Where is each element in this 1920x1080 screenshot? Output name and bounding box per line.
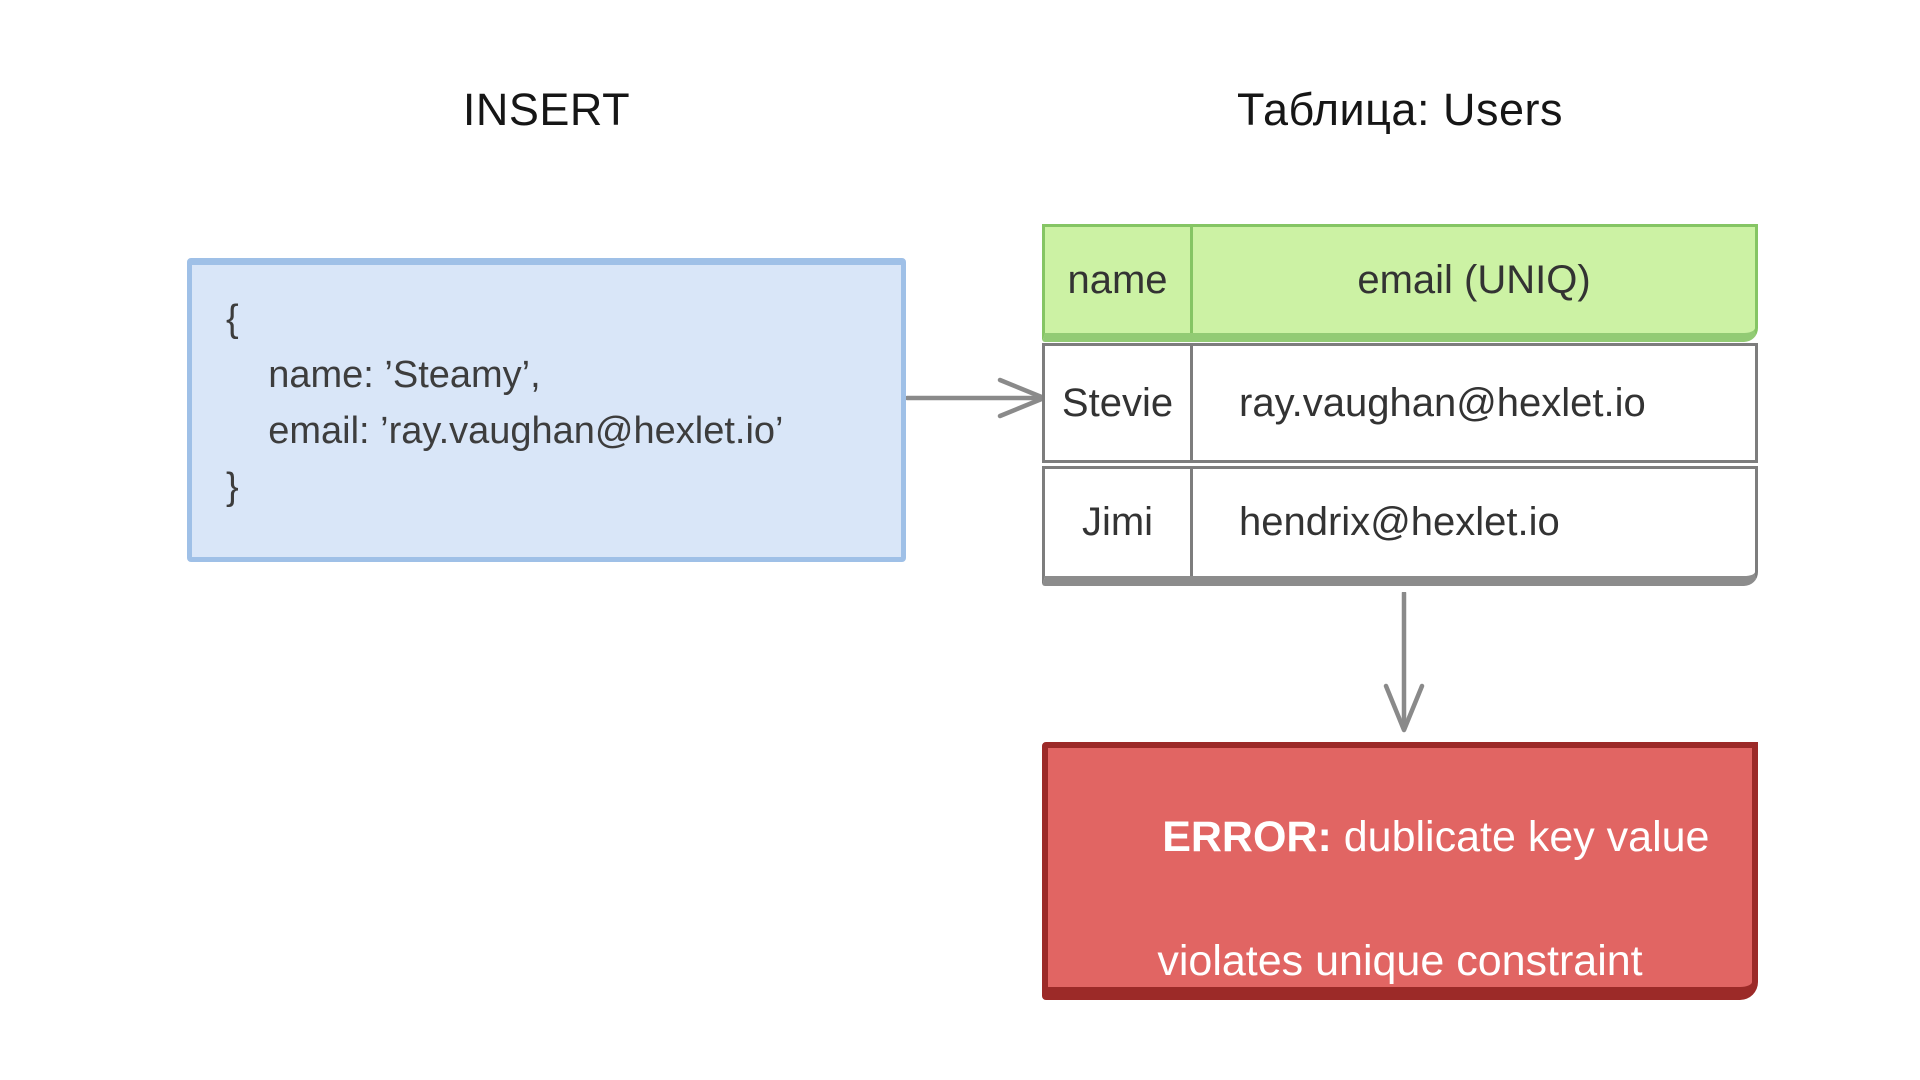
arrow-down-icon	[1383, 592, 1425, 733]
header-cell-name: name	[1045, 227, 1193, 333]
cell-name: Jimi	[1045, 469, 1193, 576]
cell-name: Stevie	[1045, 346, 1193, 460]
error-line-1-text: dublicate key value	[1331, 812, 1710, 861]
error-prefix-label: ERROR:	[1162, 812, 1332, 861]
users-table-title: Таблица: Users	[1237, 84, 1563, 135]
error-line-1: ERROR: dublicate key value	[1091, 744, 1710, 930]
error-line-2: violates unique constraint	[1157, 936, 1643, 985]
table-row: Stevie ray.vaughan@hexlet.io	[1042, 343, 1758, 463]
error-message-box: ERROR: dublicate key value violates uniq…	[1042, 742, 1758, 1000]
header-cell-email: email (UNIQ)	[1357, 257, 1591, 302]
code-line-email: email: ’ray.vaughan@hexlet.io’	[226, 410, 784, 452]
cell-email: hendrix@hexlet.io	[1239, 500, 1560, 544]
code-line-close-brace: }	[226, 466, 239, 508]
table-header-row: name email (UNIQ)	[1042, 224, 1758, 342]
arrow-right-icon	[906, 377, 1047, 419]
code-line-name: name: ’Steamy’,	[226, 354, 541, 396]
insert-payload-box: { name: ’Steamy’, email: ’ray.vaughan@he…	[187, 258, 906, 562]
table-row: Jimi hendrix@hexlet.io	[1042, 466, 1758, 586]
insert-title: INSERT	[462, 84, 631, 135]
users-table: name email (UNIQ) Stevie ray.vaughan@hex…	[1042, 224, 1758, 586]
code-line-open-brace: {	[226, 298, 239, 340]
cell-email: ray.vaughan@hexlet.io	[1239, 380, 1646, 425]
